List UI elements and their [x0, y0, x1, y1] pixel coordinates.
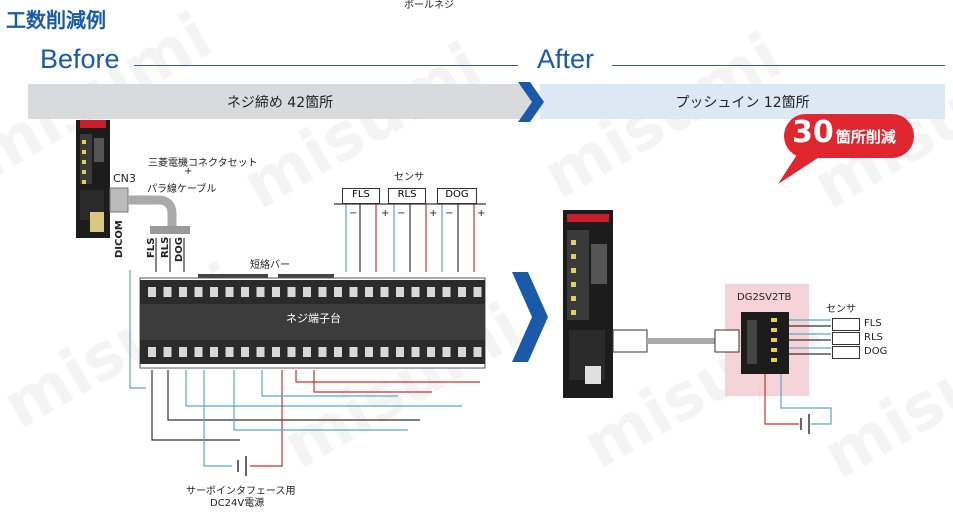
servo-amplifier-before: [76, 120, 110, 238]
after-diagram: [563, 210, 832, 434]
terminal-screw: [225, 347, 234, 357]
terminal-screw: [365, 347, 373, 357]
after-rule: [612, 65, 945, 66]
sensor-title-after: センサ: [826, 304, 856, 315]
terminal-screw: [318, 287, 327, 297]
reduction-badge: [778, 114, 914, 184]
terminal-screw: [241, 347, 249, 357]
terminal-screw: [272, 287, 280, 297]
sensor-title-before: センサ: [394, 172, 424, 183]
sensor-box-after-1: [832, 318, 860, 331]
terminal-screw: [303, 347, 311, 357]
wire-label-fls: FLS: [146, 237, 157, 258]
sensor-label-fls: FLS: [864, 318, 882, 329]
battery-icon: [800, 414, 810, 434]
polarity-minus: −: [397, 208, 406, 219]
before-diagram: [76, 120, 486, 476]
terminal-screw: [148, 347, 156, 357]
terminal-screw: [179, 347, 187, 357]
terminal-screw: [365, 287, 373, 297]
before-bar-label: ネジ締め 42箇所: [226, 94, 334, 111]
after-heading: After: [537, 44, 595, 74]
terminal-screw: [473, 287, 482, 297]
terminal-screw: [349, 287, 358, 297]
big-arrow-icon: [512, 272, 548, 362]
polarity-minus: −: [349, 208, 358, 219]
terminal-screw: [148, 287, 156, 297]
sensor-label-rls: RLS: [864, 332, 883, 343]
wire-label-rls: RLS: [160, 236, 171, 258]
terminal-screw: [272, 347, 280, 357]
page-title: 工数削減例: [6, 8, 106, 32]
terminal-screw: [334, 287, 342, 297]
terminal-screw: [287, 347, 296, 357]
chevron-right-icon: [518, 82, 544, 122]
after-bar-label: プッシュイン 12箇所: [675, 94, 810, 111]
before-rule: [134, 65, 518, 66]
terminal-screw: [442, 287, 451, 297]
terminal-screw: [241, 287, 249, 297]
terminal-screw: [380, 347, 389, 357]
terminal-screw: [256, 347, 265, 357]
before-bar: ネジ締め 42箇所: [28, 84, 532, 119]
badge-number: 30: [792, 115, 834, 150]
badge-content: 30 箇所削減: [792, 115, 896, 150]
terminal-screw: [163, 287, 172, 297]
before-heading: Before: [40, 44, 120, 74]
terminal-screw: [210, 347, 218, 357]
polarity-plus: +: [381, 208, 390, 219]
sensor-box-fls: FLS: [342, 188, 380, 204]
sensor-box-after-2: [832, 332, 860, 345]
terminal-screw: [303, 287, 311, 297]
power-label-line1: サーボインタフェース用: [186, 486, 296, 497]
terminal-screw: [411, 287, 420, 297]
terminal-screw: [396, 287, 404, 297]
terminal-screw: [380, 287, 389, 297]
terminal-screw: [287, 287, 296, 297]
cable-label-line1: 三菱電機コネクタセット: [148, 158, 258, 169]
terminal-screw: [334, 347, 342, 357]
terminal-screw: [179, 287, 187, 297]
terminal-screw: [349, 347, 358, 357]
terminal-screw: [442, 347, 451, 357]
badge-text: 箇所削減: [835, 128, 896, 146]
terminal-screw: [427, 287, 435, 297]
cable-label-plus: +: [184, 166, 193, 177]
cable-label-line2: パラ線ケーブル: [147, 184, 217, 195]
terminal-screw: [458, 287, 466, 297]
terminal-screw: [225, 287, 234, 297]
after-bar: プッシュイン 12箇所: [540, 84, 945, 119]
sensor-box-rls: RLS: [388, 188, 426, 204]
terminal-screw: [163, 347, 172, 357]
terminal-screw: [458, 347, 466, 357]
terminal-screw: [473, 347, 482, 357]
terminal-screw: [194, 347, 203, 357]
servo-amplifier-after: [563, 210, 613, 398]
polarity-plus: +: [429, 208, 438, 219]
wire-label-dog: DOG: [174, 236, 185, 262]
screw-row-bottom: [148, 347, 482, 357]
battery-icon: [237, 456, 247, 476]
top-note: ボールネジ: [404, 0, 454, 11]
terminal-screw: [194, 287, 203, 297]
short-bar-label: 短絡バー: [250, 260, 290, 271]
terminal-screw: [411, 347, 420, 357]
polarity-plus: +: [477, 208, 486, 219]
sensor-label-dog: DOG: [864, 346, 888, 357]
sensor-box-after-3: [832, 346, 860, 359]
terminal-screw: [427, 347, 435, 357]
screw-row-top: [148, 287, 482, 297]
terminal-screw: [396, 347, 404, 357]
polarity-minus: −: [445, 208, 454, 219]
sensor-box-dog: DOG: [437, 188, 477, 204]
terminal-screw: [210, 287, 218, 297]
terminal-screw: [318, 347, 327, 357]
power-label-line2: DC24V電源: [210, 498, 265, 509]
connector-label: CN3: [113, 172, 136, 185]
terminal-block-label: ネジ端子台: [286, 312, 341, 325]
terminal-screw: [256, 287, 265, 297]
terminal-model-label: DG2SV2TB: [737, 292, 792, 303]
wire-label-dicom: DICOM: [114, 220, 125, 258]
